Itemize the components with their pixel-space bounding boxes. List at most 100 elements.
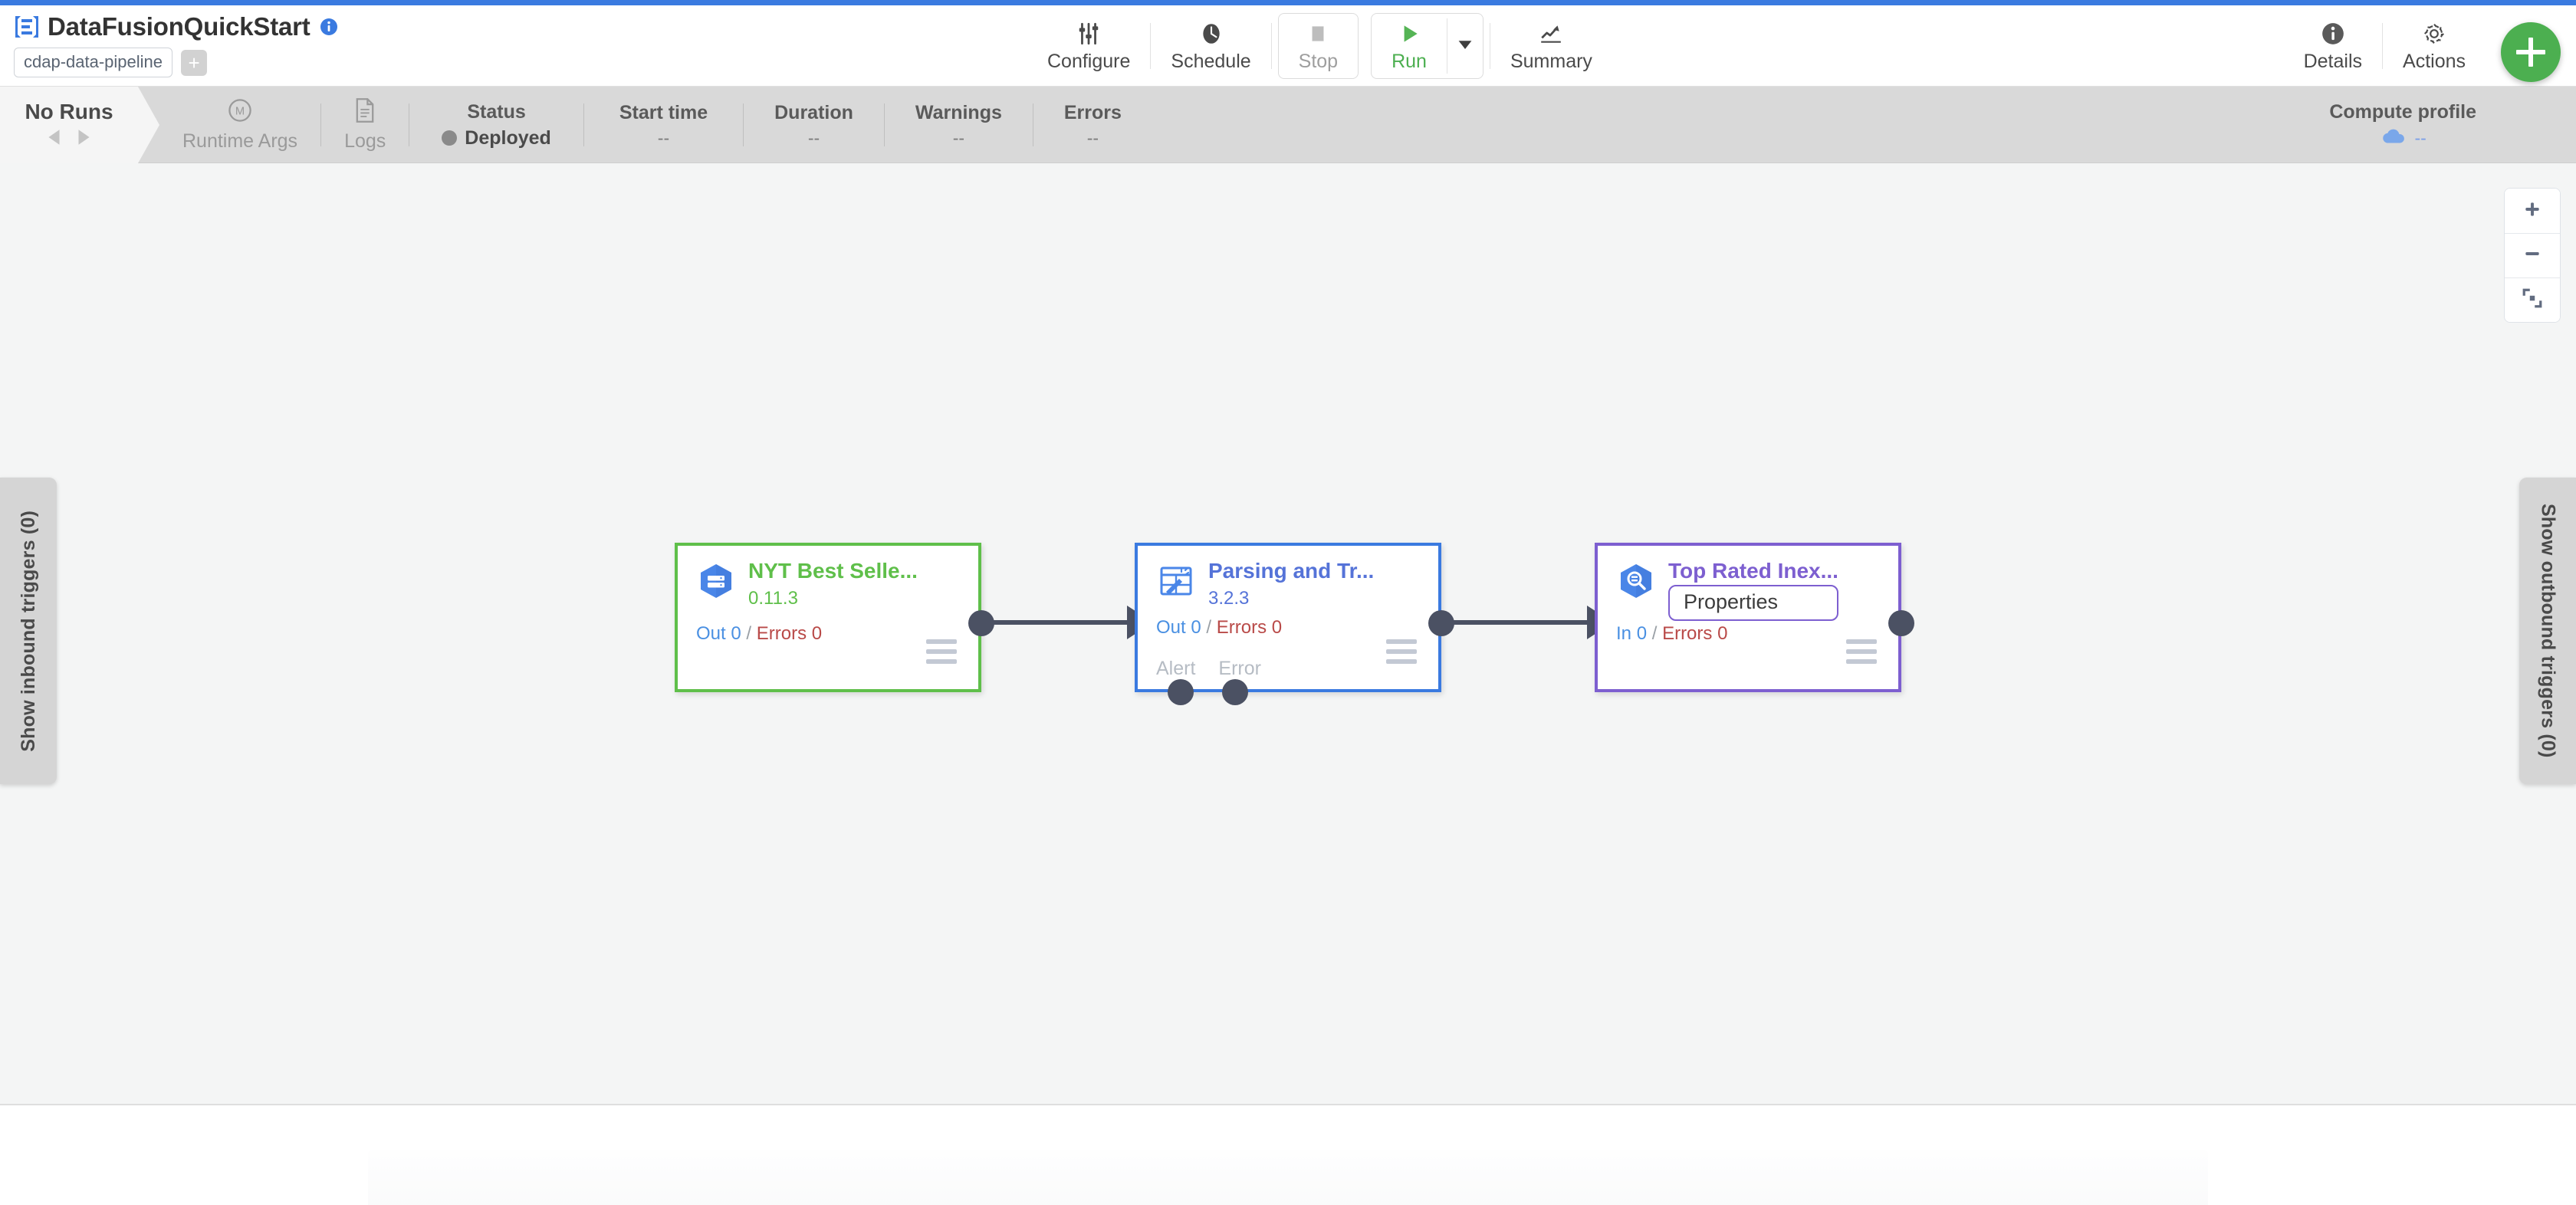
run-dropdown-button[interactable]	[1447, 14, 1483, 78]
minus-icon	[2522, 244, 2542, 268]
clock-icon	[1199, 19, 1224, 48]
run-button[interactable]: Run	[1372, 14, 1447, 78]
outbound-triggers-label: Show outbound triggers (0)	[2537, 504, 2559, 758]
pipeline-name-block: DataFusionQuickStart cdap-data-pipeline …	[14, 10, 338, 77]
errors-value: --	[1086, 127, 1099, 148]
svg-text:M: M	[235, 106, 245, 118]
node-title: Top Rated Inex...	[1668, 559, 1838, 583]
outbound-triggers-tab[interactable]: Show outbound triggers (0)	[2519, 478, 2576, 784]
duration-header: Duration	[774, 101, 853, 123]
hamburger-menu-icon[interactable]	[1386, 639, 1417, 669]
add-plugin-fab[interactable]	[2501, 22, 2561, 82]
node-output-endpoint[interactable]	[1888, 610, 1914, 636]
node-output-endpoint[interactable]	[1428, 610, 1454, 636]
node-errors-value: 0	[1271, 617, 1283, 638]
configure-button[interactable]: Configure	[1027, 16, 1150, 76]
run-label: Run	[1392, 51, 1427, 72]
node-out-value: 0	[1191, 617, 1201, 638]
stat-divider	[320, 103, 322, 146]
sliders-icon	[1076, 19, 1101, 48]
node-in-value: 0	[1636, 623, 1648, 644]
node-title: Parsing and Tr...	[1208, 559, 1375, 583]
pipeline-canvas[interactable]: Show inbound triggers (0) Show outbound …	[0, 163, 2576, 1105]
errors-header: Errors	[1063, 101, 1122, 123]
pipeline-node-nyt-best-sellers[interactable]: NYT Best Selle... 0.11.3 Out 0 / Errors …	[675, 543, 994, 692]
node-port-labels: Alert Error	[1156, 658, 1261, 680]
details-button[interactable]: Details	[2284, 16, 2382, 76]
next-run-button[interactable]	[74, 127, 93, 151]
status-header: Status	[467, 100, 526, 123]
details-label: Details	[2303, 51, 2363, 72]
node-in-label: In	[1616, 623, 1632, 644]
logs-label: Logs	[344, 130, 386, 152]
node-version: 0.11.3	[748, 588, 798, 609]
pipeline-node-parsing-and-transform[interactable]: Parsing and Tr... 3.2.3 Out 0 / Errors 0…	[1135, 543, 1454, 705]
node-errors-label: Errors	[1216, 617, 1267, 638]
node-errors-label: Errors	[1662, 623, 1713, 644]
node-out-value: 0	[731, 623, 741, 644]
app-header: DataFusionQuickStart cdap-data-pipeline …	[0, 5, 2576, 87]
stat-divider	[583, 103, 584, 146]
canvas-zoom-controls	[2504, 188, 2561, 323]
hamburger-menu-icon[interactable]	[1846, 639, 1877, 669]
node-output-endpoint[interactable]	[968, 610, 994, 636]
artifact-type-badge[interactable]: cdap-data-pipeline	[14, 48, 173, 77]
start-time-header: Start time	[619, 101, 708, 123]
stop-button[interactable]: Stop	[1277, 13, 1359, 79]
schedule-label: Schedule	[1171, 51, 1251, 72]
zoom-in-button[interactable]	[2505, 189, 2560, 233]
cloud-icon	[2380, 128, 2407, 149]
node-error-endpoint[interactable]	[1222, 679, 1248, 705]
toolbar-divider	[1150, 23, 1152, 69]
node-errors-label: Errors	[756, 623, 807, 644]
hamburger-menu-icon[interactable]	[926, 639, 957, 669]
node-properties-tooltip[interactable]: Properties	[1668, 585, 1838, 622]
duration-value: --	[807, 127, 820, 148]
start-time-stat: Start time --	[584, 87, 743, 163]
connector-1	[981, 620, 1155, 625]
info-icon[interactable]	[320, 18, 338, 36]
gear-icon	[2422, 19, 2446, 48]
pipeline-node-top-rated-inexpensive[interactable]: Top Rated Inex... Properties In 0 / Erro…	[1595, 543, 1914, 692]
stat-divider	[883, 103, 885, 146]
summary-button[interactable]: Summary	[1490, 16, 1612, 76]
cdap-logo-icon	[14, 14, 40, 40]
top-accent-bar	[0, 0, 2576, 5]
status-badge: Deployed	[442, 127, 551, 149]
caret-down-icon	[1456, 35, 1474, 57]
bigquery-source-icon	[696, 561, 736, 601]
toolbar-divider	[2382, 23, 2384, 69]
node-out-label: Out	[1156, 617, 1186, 638]
warnings-stat: Warnings --	[885, 87, 1033, 163]
actions-button[interactable]: Actions	[2383, 16, 2486, 76]
fit-to-screen-button[interactable]	[2505, 277, 2560, 322]
run-button-group: Run	[1371, 13, 1484, 79]
runtime-args-button[interactable]: M Runtime Args	[159, 87, 320, 163]
schedule-button[interactable]: Schedule	[1151, 16, 1270, 76]
inbound-triggers-tab[interactable]: Show inbound triggers (0)	[0, 478, 57, 784]
compute-profile-header: Compute profile	[2329, 101, 2476, 123]
secondary-toolbar: Details Actions	[2284, 5, 2486, 87]
toolbar-divider	[1270, 23, 1272, 69]
line-chart-icon	[1539, 19, 1563, 48]
play-triangle-icon	[1397, 19, 1421, 48]
status-stat: Status Deployed	[409, 87, 583, 163]
prev-run-button[interactable]	[45, 127, 64, 151]
error-port-label[interactable]: Error	[1218, 658, 1261, 679]
inbound-triggers-label: Show inbound triggers (0)	[17, 510, 39, 752]
warnings-header: Warnings	[915, 101, 1002, 123]
bigquery-sink-icon	[1616, 561, 1656, 601]
zoom-out-button[interactable]	[2505, 233, 2560, 277]
macro-circle-icon: M	[227, 97, 253, 127]
alert-port-label[interactable]: Alert	[1156, 658, 1196, 679]
node-metrics: Out 0 / Errors 0	[696, 623, 822, 645]
node-alert-endpoint[interactable]	[1168, 679, 1194, 705]
add-tag-button[interactable]: +	[181, 49, 208, 76]
info-circle-icon	[2321, 19, 2344, 48]
node-version: 3.2.3	[1208, 588, 1250, 609]
node-out-label: Out	[696, 623, 726, 644]
logs-button[interactable]: Logs	[321, 87, 409, 163]
plus-icon	[2522, 199, 2542, 223]
compute-profile[interactable]: Compute profile --	[2329, 87, 2476, 163]
